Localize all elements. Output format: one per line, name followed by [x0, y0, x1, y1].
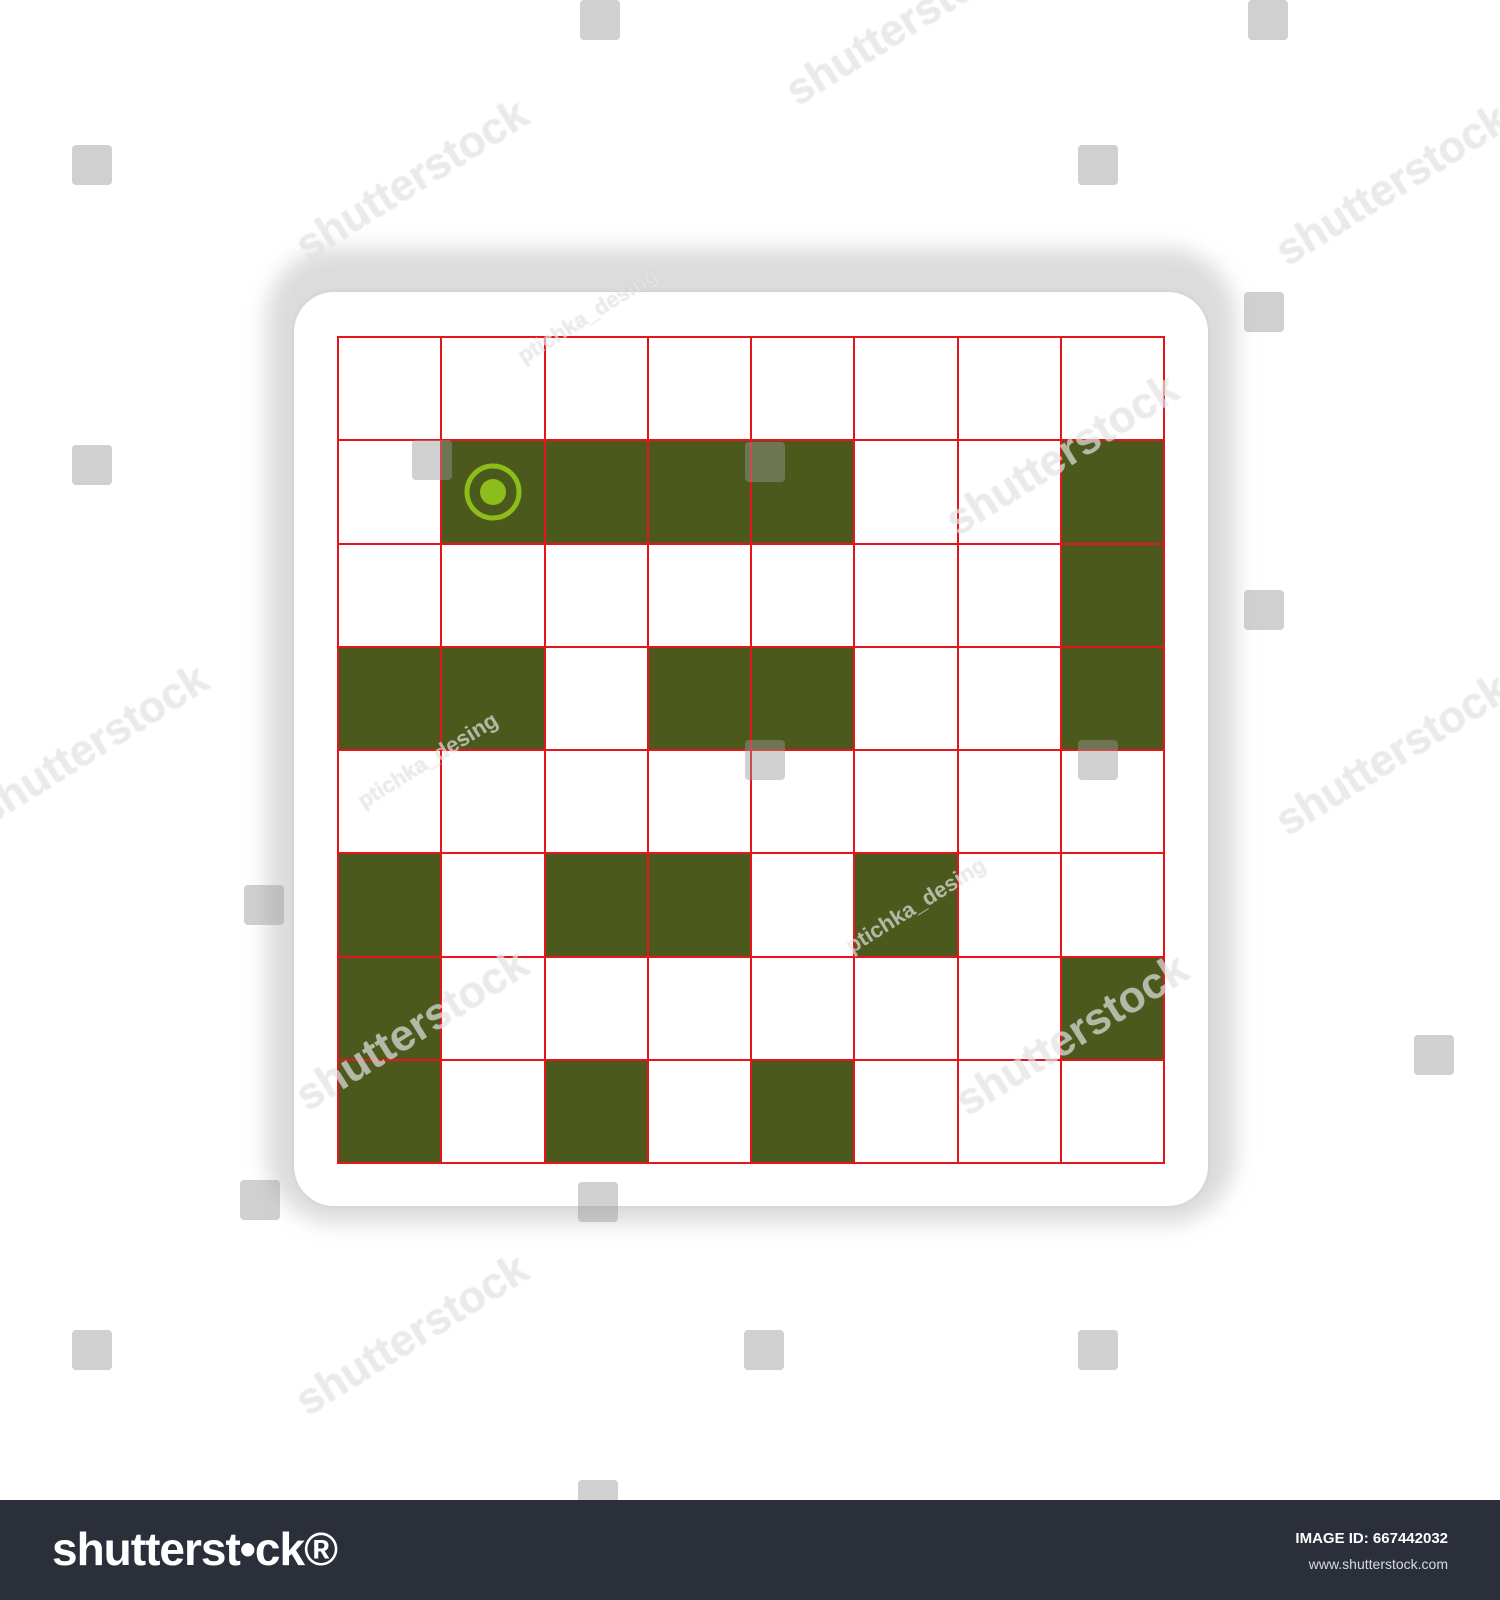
grid-cell-empty [1061, 751, 1165, 855]
grid-cell-empty [752, 854, 856, 958]
grid-cell-empty [648, 544, 752, 648]
grid-cell-empty [752, 544, 856, 648]
watermark-shutterstock: shutterstock [1266, 663, 1500, 846]
grid-cell-empty [339, 441, 443, 545]
watermark-shutterstock: shutterstock [286, 1243, 537, 1426]
grid-cell-empty [1061, 1060, 1165, 1164]
grid-cell-empty [958, 1060, 1062, 1164]
shutterstock-logo: shutterst•ck® [52, 1523, 338, 1575]
grid-cell-empty [958, 441, 1062, 545]
watermark-logo-icon [1414, 1035, 1454, 1075]
grid-cell-empty [339, 751, 443, 855]
grid-cell-filled [545, 854, 649, 958]
grid-cell-filled [1061, 957, 1165, 1061]
watermark-logo-icon [744, 1330, 784, 1370]
grid-cell-filled [1061, 647, 1165, 751]
grid-cell-filled [339, 957, 443, 1061]
grid-cell-filled [442, 647, 546, 751]
watermark-logo-icon [580, 0, 620, 40]
grid-cell-empty [1061, 338, 1165, 442]
grid-cell-empty [752, 338, 856, 442]
image-id-label: IMAGE ID: 667442032 [1295, 1530, 1448, 1547]
grid-cell-empty [855, 957, 959, 1061]
grid-cell-empty [339, 338, 443, 442]
watermark-logo-icon [1244, 590, 1284, 630]
watermark-logo-icon [1248, 0, 1288, 40]
grid-cell-filled [752, 647, 856, 751]
grid-cell-empty [958, 544, 1062, 648]
grid-cell-empty [545, 647, 649, 751]
grid-cell-filled [545, 441, 649, 545]
grid-cell-empty [648, 1060, 752, 1164]
grid-cell-filled [339, 1060, 443, 1164]
grid-cell-empty [648, 338, 752, 442]
grid-cell-empty [648, 957, 752, 1061]
grid-cell-empty [958, 751, 1062, 855]
grid-cell-empty [545, 957, 649, 1061]
grid-cell-filled [339, 647, 443, 751]
grid-cell-empty [442, 1060, 546, 1164]
grid-cell-empty [958, 957, 1062, 1061]
grid-cell-empty [855, 441, 959, 545]
watermark-logo-icon [72, 145, 112, 185]
grid-cell-empty [442, 854, 546, 958]
grid-cell-filled [442, 441, 546, 545]
crossword-grid [337, 336, 1165, 1164]
grid-cell-empty [752, 751, 856, 855]
watermark-logo-icon [1078, 1330, 1118, 1370]
grid-cell-filled [648, 647, 752, 751]
grid-cell-empty [752, 957, 856, 1061]
watermark-logo-icon [1244, 292, 1284, 332]
watermark-shutterstock: shutterstock [0, 653, 217, 836]
grid-cell-empty [442, 338, 546, 442]
watermark-shutterstock: shutterstock [776, 0, 1027, 116]
grid-cell-empty [1061, 854, 1165, 958]
grid-cell-filled [855, 854, 959, 958]
grid-cell-filled [1061, 441, 1165, 545]
image-stage: shutterstock shutterstock shutterstock s… [0, 0, 1500, 1520]
grid-cell-empty [545, 338, 649, 442]
watermark-logo-icon [72, 445, 112, 485]
footer-url: www.shutterstock.com [1308, 1556, 1448, 1572]
grid-cell-filled [752, 441, 856, 545]
target-icon [464, 463, 522, 521]
grid-cell-empty [958, 854, 1062, 958]
grid-cell-filled [545, 1060, 649, 1164]
grid-cell-empty [442, 751, 546, 855]
grid-cell-empty [855, 338, 959, 442]
grid-cell-empty [648, 751, 752, 855]
watermark-shutterstock: shutterstock [1266, 93, 1500, 276]
grid-cell-empty [958, 647, 1062, 751]
grid-cell-empty [545, 751, 649, 855]
grid-cell-empty [855, 751, 959, 855]
grid-cell-empty [545, 544, 649, 648]
stock-footer-bar: shutterst•ck® IMAGE ID: 667442032 www.sh… [0, 1500, 1500, 1600]
grid-cell-filled [339, 854, 443, 958]
grid-cell-empty [442, 544, 546, 648]
watermark-shutterstock: shutterstock [286, 88, 537, 271]
grid-cell-filled [752, 1060, 856, 1164]
grid-cell-empty [855, 1060, 959, 1164]
watermark-logo-icon [1078, 145, 1118, 185]
grid-cell-filled [648, 854, 752, 958]
grid-cell-filled [1061, 544, 1165, 648]
grid-cell-filled [648, 441, 752, 545]
grid-cell-empty [855, 544, 959, 648]
grid-cell-empty [339, 544, 443, 648]
grid-cell-empty [442, 957, 546, 1061]
grid-cell-empty [958, 338, 1062, 442]
grid-cell-empty [855, 647, 959, 751]
watermark-logo-icon [72, 1330, 112, 1370]
